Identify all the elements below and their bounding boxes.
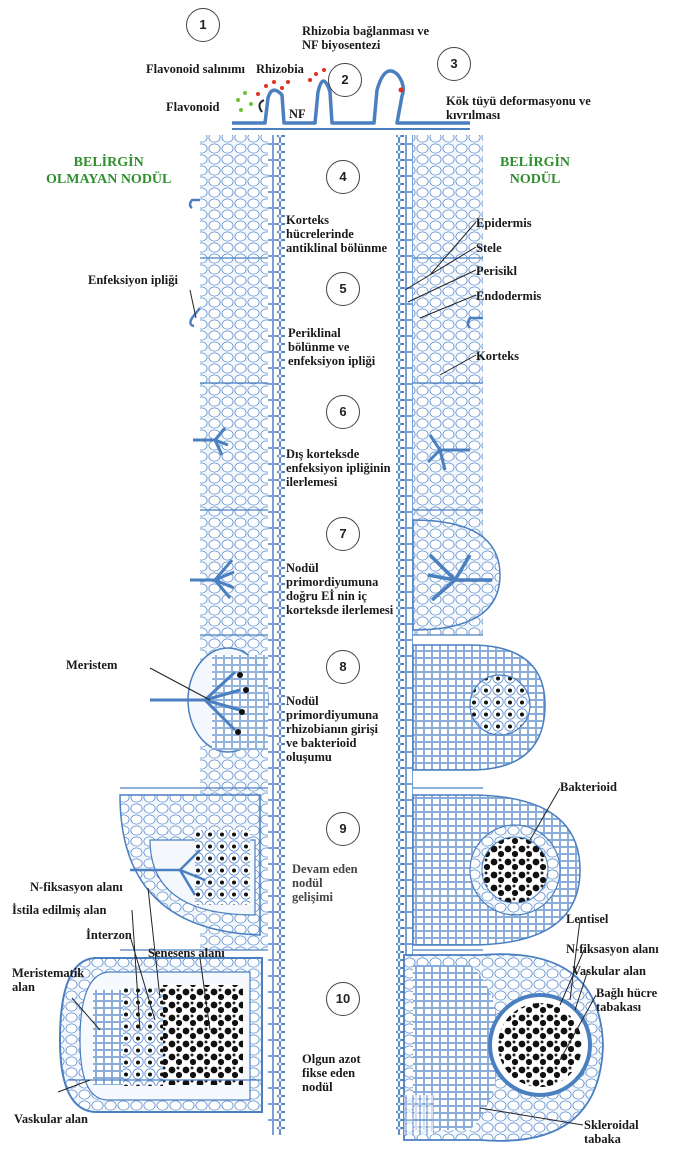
step-number-2: 2 [328, 63, 362, 97]
label-stele: Stele [476, 241, 502, 255]
label-deformation: Kök tüyü deformasyonu ve kıvrılması [446, 94, 591, 122]
label-n-fixation-left: N-fiksasyon alanı [30, 880, 123, 894]
label-endodermis: Endodermis [476, 289, 541, 303]
label-stage-5-line-1: Periklinal [288, 326, 375, 340]
label-n-fixation-right: N-fiksasyon alanı [566, 942, 659, 956]
label-stage-7-line-4: korteksde ilerlemesi [286, 603, 393, 617]
label-attachment-line-2: NF biyosentezi [302, 38, 429, 52]
label-flavonoid-release: Flavonoid salınımı [146, 62, 245, 76]
label-stage-8: Nodül primordiyumuna rhizobianın girişi … [286, 694, 378, 764]
label-stage-10: Olgun azot fikse eden nodül [302, 1052, 361, 1094]
label-stage-9-line-3: gelişimi [292, 890, 358, 904]
label-stage-6: Dış korteksde enfeksiyon ipliğinin ilerl… [286, 447, 391, 489]
label-attachment: Rhizobia bağlanması ve NF biyosentezi [302, 24, 429, 52]
left-stage-10 [60, 958, 262, 1112]
label-lenticel: Lentisel [566, 912, 608, 926]
label-senescence-zone: Senesens alanı [148, 946, 225, 960]
label-meristematic-zone: Meristematik alan [12, 966, 84, 994]
label-stage-5: Periklinal bölünme ve enfeksiyon ipliği [288, 326, 375, 368]
label-stage-9-line-1: Devam eden [292, 862, 358, 876]
label-rhizobia: Rhizobia [256, 62, 304, 76]
step-number-5: 5 [326, 272, 360, 306]
label-deformation-line-2: kıvrılması [446, 108, 591, 122]
label-stage-5-line-3: enfeksiyon ipliği [288, 354, 375, 368]
label-sclerenchyma-line-2: tabaka [584, 1132, 639, 1146]
label-stage-8-line-5: oluşumu [286, 750, 378, 764]
label-stage-10-line-1: Olgun azot [302, 1052, 361, 1066]
header-non-determinate-line-1: BELİRGİN [46, 154, 171, 171]
header-determinate-line-2: NODÜL [500, 171, 570, 188]
right-stage-10 [404, 954, 603, 1141]
step-number-1: 1 [186, 8, 220, 42]
label-stage-5-line-2: bölünme ve [288, 340, 375, 354]
label-stage-7-line-1: Nodül [286, 561, 393, 575]
header-determinate: BELİRGİN NODÜL [500, 154, 570, 188]
label-stage-8-line-2: primordiyumuna [286, 708, 378, 722]
label-invaded-zone: İstila edilmiş alan [12, 903, 106, 917]
label-stage-6-line-1: Dış korteksde [286, 447, 391, 461]
label-bacteroid: Bakterioid [560, 780, 617, 794]
header-determinate-line-1: BELİRGİN [500, 154, 570, 171]
header-non-determinate: BELİRGİN OLMAYAN NODÜL [46, 154, 171, 188]
label-meristematic-line-1: Meristematik [12, 966, 84, 980]
label-stage-6-line-2: enfeksiyon ipliğinin [286, 461, 391, 475]
label-stage-9-line-2: nodül [292, 876, 358, 890]
step-number-6: 6 [326, 395, 360, 429]
step-number-7: 7 [326, 517, 360, 551]
step-number-8: 8 [326, 650, 360, 684]
label-stage-4-line-3: antiklinal bölünme [286, 241, 387, 255]
label-sclerenchyma: Skleroidal tabaka [584, 1118, 639, 1146]
label-boundary-line-1: Bağlı hücre [596, 986, 657, 1000]
label-infection-thread: Enfeksiyon ipliği [88, 273, 178, 287]
step-number-3: 3 [437, 47, 471, 81]
label-stage-8-line-4: ve bakterioid [286, 736, 378, 750]
label-stage-7: Nodül primordiyumuna doğru Eİ nin iç kor… [286, 561, 393, 617]
flavonoid-dots [236, 91, 253, 112]
infection-thread-left-5 [190, 308, 200, 326]
label-nf: NF [289, 107, 306, 121]
label-stage-6-line-3: ilerlemesi [286, 475, 391, 489]
label-stage-4-line-1: Korteks [286, 213, 387, 227]
label-boundary-line-2: tabakası [596, 1000, 657, 1014]
label-stage-4-line-2: hücrelerinde [286, 227, 387, 241]
label-stage-8-line-1: Nodül [286, 694, 378, 708]
label-cortex: Korteks [476, 349, 519, 363]
label-epidermis: Epidermis [476, 216, 532, 230]
step-number-10: 10 [326, 982, 360, 1016]
step-number-4: 4 [326, 160, 360, 194]
label-stage-9: Devam eden nodül gelişimi [292, 862, 358, 904]
right-stage-7 [413, 520, 500, 630]
label-stage-7-line-3: doğru Eİ nin iç [286, 589, 393, 603]
step-number-9: 9 [326, 812, 360, 846]
label-stage-4: Korteks hücrelerinde antiklinal bölünme [286, 213, 387, 255]
label-attachment-line-1: Rhizobia bağlanması ve [302, 24, 429, 38]
right-stage-9 [413, 795, 580, 945]
label-interzone: İnterzon [86, 928, 132, 942]
label-sclerenchyma-line-1: Skleroidal [584, 1118, 639, 1132]
label-pericycle: Perisikl [476, 264, 517, 278]
label-stage-7-line-2: primordiyumuna [286, 575, 393, 589]
label-vascular-right: Vaskular alan [572, 964, 646, 978]
header-non-determinate-line-2: OLMAYAN NODÜL [46, 171, 171, 188]
label-meristem: Meristem [66, 658, 117, 672]
label-stage-8-line-3: rhizobianın girişi [286, 722, 378, 736]
label-deformation-line-1: Kök tüyü deformasyonu ve [446, 94, 591, 108]
label-stage-10-line-3: nodül [302, 1080, 361, 1094]
infection-thread-left-4 [190, 200, 200, 208]
left-stage-9 [120, 795, 260, 935]
right-stage-8 [413, 645, 545, 770]
label-meristematic-line-2: alan [12, 980, 84, 994]
label-boundary-layer: Bağlı hücre tabakası [596, 986, 657, 1014]
label-flavonoid: Flavonoid [166, 100, 220, 114]
label-stage-10-line-2: fikse eden [302, 1066, 361, 1080]
label-vascular-left: Vaskular alan [14, 1112, 88, 1126]
